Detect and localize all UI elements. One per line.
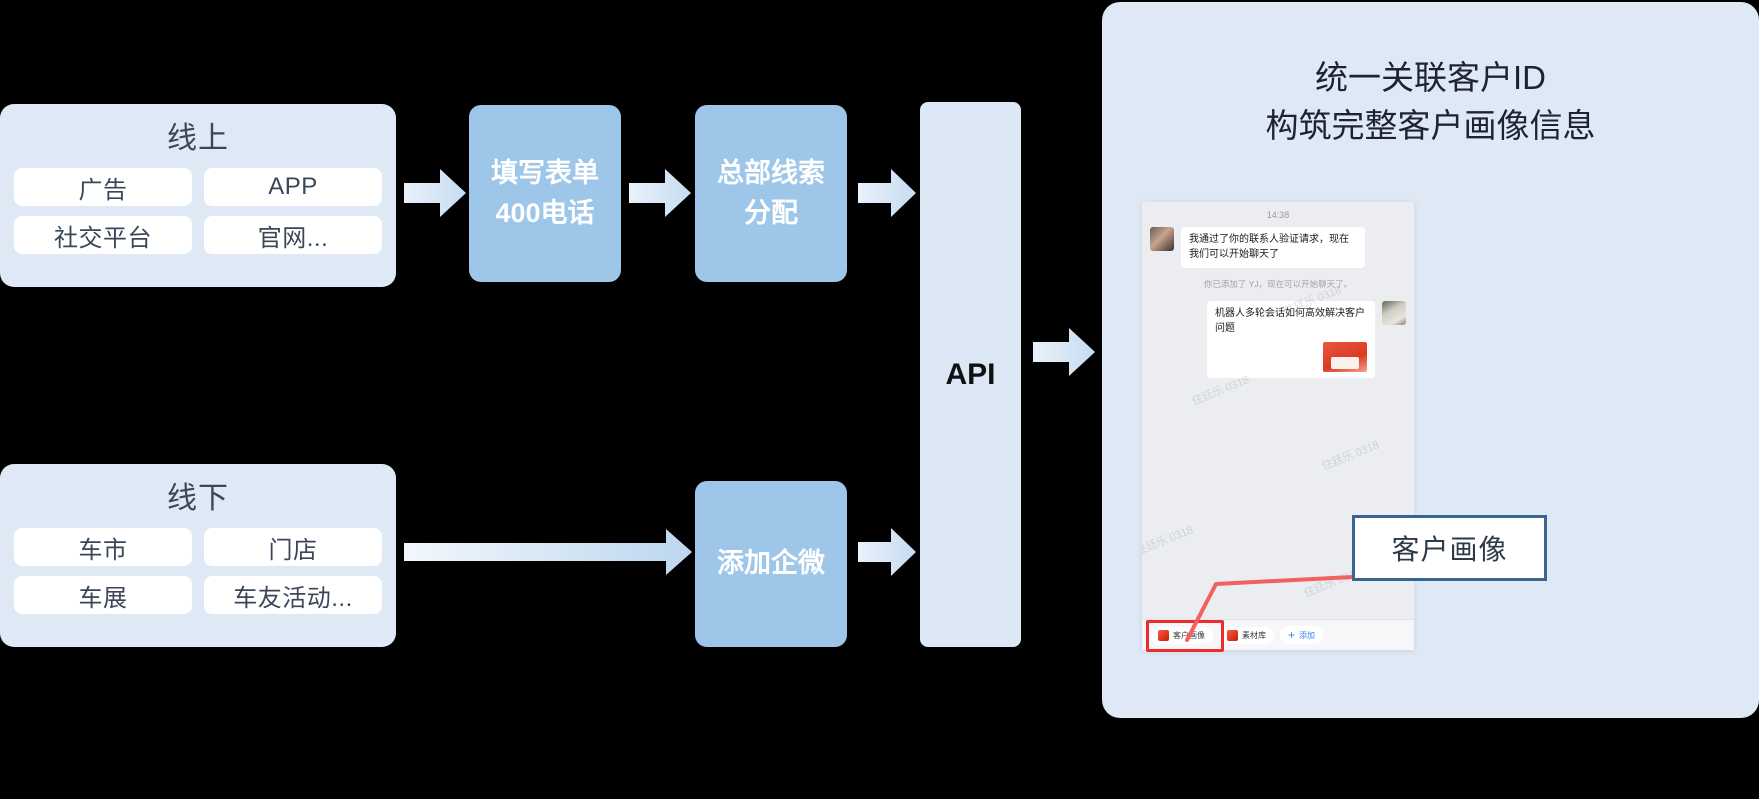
source-chip-website[interactable]: 官网... [204,216,382,254]
arrow-online-to-form [404,169,466,217]
source-group-offline-chips: 车市 门店 车展 车友活动... [0,528,396,630]
process-box-form-label: 填写表单 400电话 [491,158,599,228]
wecom-chat-screenshot: 14:38 我通过了你的联系人验证请求，现在我们可以开始聊天了 你已添加了 YJ… [1142,202,1414,650]
chat-bubble-incoming: 我通过了你的联系人验证请求，现在我们可以开始聊天了 [1180,227,1365,268]
process-box-add-wecom-label: 添加企微 [717,548,825,579]
material-library-icon [1227,629,1238,641]
source-chip-social[interactable]: 社交平台 [14,216,192,254]
arrow-api-to-panel [1033,328,1095,376]
callout-customer-profile: 客户画像 [1352,515,1547,581]
source-chip-app[interactable]: APP [204,168,382,206]
right-panel-title-line1: 统一关联客户ID [1315,59,1546,96]
source-chip-store[interactable]: 门店 [204,528,382,566]
watermark-3: 住廷乐 0318 [1320,439,1381,473]
source-group-offline: 线下 车市 门店 车展 车友活动... [0,464,396,647]
arrow-offline-to-wecom [404,529,692,575]
right-panel-title-line2: 构筑完整客户画像信息 [1265,106,1596,144]
source-group-online-chips: 广告 APP 社交平台 官网... [0,168,396,270]
right-panel-title: 统一关联客户ID 构筑完整客户画像信息 [1102,2,1759,150]
process-box-add-wecom[interactable]: 添加企微 [695,481,847,647]
api-box[interactable]: API [920,102,1021,647]
chat-message-incoming: 我通过了你的联系人验证请求，现在我们可以开始聊天了 [1142,220,1414,268]
toolbar-add-label: 添加 [1299,630,1316,640]
arrow-wecom-to-api [858,528,916,576]
plus-icon: + [1288,628,1296,642]
chat-shared-card-thumbnail [1323,342,1367,372]
source-group-offline-title: 线下 [167,482,229,515]
chat-bubble-outgoing-text: 机器人多轮会话如何高效解决客户问题 [1215,308,1365,334]
api-box-label: API [945,357,996,391]
source-group-online-title: 线上 [167,122,229,155]
avatar-self [1382,301,1406,325]
source-chip-carmarket[interactable]: 车市 [14,528,192,566]
callout-customer-profile-label: 客户画像 [1391,534,1508,565]
process-box-hq-lead-allocation[interactable]: 总部线索 分配 [695,105,847,282]
process-box-form[interactable]: 填写表单 400电话 [469,105,621,282]
process-box-hq-label: 总部线索 分配 [717,158,825,228]
arrow-hq-to-api [858,169,916,217]
toolbar-material-library-label: 素材库 [1242,630,1266,640]
chat-message-outgoing: 机器人多轮会话如何高效解决客户问题 [1142,294,1414,378]
toolbar-material-library-button[interactable]: 素材库 [1219,626,1274,644]
source-chip-autoshow[interactable]: 车展 [14,576,192,614]
arrow-form-to-hq [629,169,691,217]
chat-bubble-outgoing: 机器人多轮会话如何高效解决客户问题 [1207,301,1376,378]
source-chip-club-event[interactable]: 车友活动... [204,576,382,614]
source-group-online: 线上 广告 APP 社交平台 官网... [0,104,396,287]
right-panel: 统一关联客户ID 构筑完整客户画像信息 14:38 我通过了你的联系人验证请求，… [1102,2,1759,718]
chat-system-note: 你已添加了 YJ，现在可以开始聊天了。 [1203,279,1353,289]
customer-profile-icon [1158,629,1169,641]
toolbar-add-button[interactable]: + 添加 [1280,626,1324,644]
source-chip-ad[interactable]: 广告 [14,168,192,206]
chat-timestamp: 14:38 [1266,210,1290,220]
chat-bottom-toolbar: 客户画像 素材库 + 添加 [1142,619,1414,650]
avatar-contact [1150,227,1174,251]
